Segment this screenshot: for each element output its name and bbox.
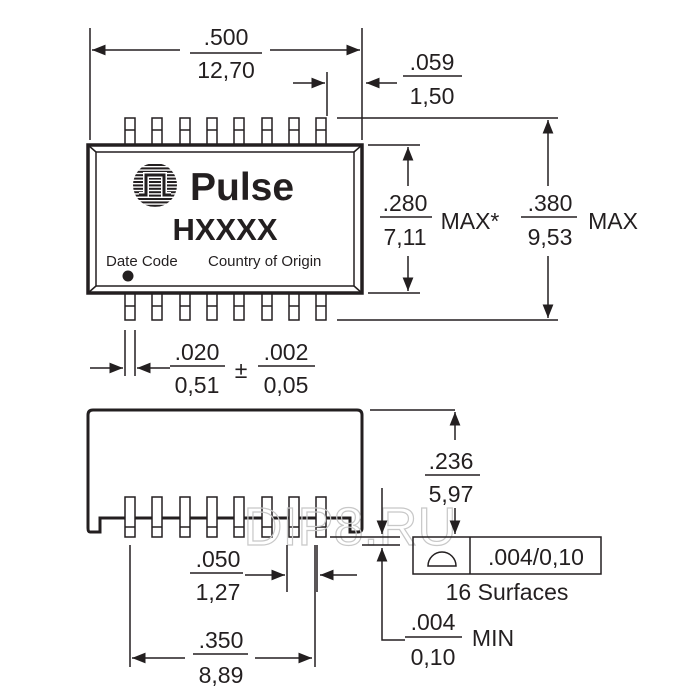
dim-text: MAX* <box>441 208 500 234</box>
dim-text: ± <box>235 357 248 383</box>
pin <box>233 292 245 321</box>
part-number: HXXXX <box>172 212 277 247</box>
dim-text: 0,10 <box>411 644 456 670</box>
coplanarity-note: 16 Surfaces <box>446 579 569 605</box>
pin <box>206 117 218 146</box>
pin <box>288 292 300 321</box>
dim-body-height: .280 7,11 MAX* <box>380 147 499 291</box>
pin <box>151 117 163 146</box>
dim-text: .050 <box>196 546 241 572</box>
top-view: Pulse HXXXX Date Code Country of Origin <box>86 117 364 321</box>
pin <box>288 117 300 146</box>
dim-text: .002 <box>264 339 309 365</box>
pin <box>151 496 163 538</box>
dim-text: .500 <box>204 24 249 50</box>
pin <box>233 117 245 146</box>
pin <box>315 117 327 146</box>
dim-pin-offset: .059 1,50 <box>293 49 462 116</box>
pin <box>124 496 136 538</box>
dim-text: 12,70 <box>197 57 255 83</box>
dim-text: .059 <box>410 49 455 75</box>
dim-pin-span: .350 8,89 <box>129 545 316 688</box>
pin1-indicator-dot <box>122 270 134 282</box>
dim-overall-height: .380 9,53 MAX <box>521 120 638 318</box>
date-code-label: Date Code <box>106 253 178 270</box>
dim-text: .236 <box>429 448 474 474</box>
pin <box>261 496 273 538</box>
dim-text: MAX <box>588 208 638 234</box>
pin <box>179 117 191 146</box>
dim-text: 8,89 <box>199 662 244 688</box>
body-bevel <box>95 151 355 287</box>
country-of-origin-label: Country of Origin <box>208 253 321 270</box>
side-pins <box>124 496 327 538</box>
dim-pin-width: .020 0,51 ± .002 0,05 <box>90 330 315 398</box>
dim-text: MIN <box>472 625 514 651</box>
dim-text: 9,53 <box>528 224 573 250</box>
coplanarity-value: .004/0,10 <box>488 544 584 570</box>
dim-text: .280 <box>383 190 428 216</box>
dim-text: 7,11 <box>383 224 426 250</box>
dim-text: .380 <box>528 190 573 216</box>
pin <box>179 496 191 538</box>
pin <box>233 496 245 538</box>
dim-width: .500 12,70 <box>89 24 363 140</box>
dim-text: 1,50 <box>410 83 455 109</box>
dim-text: 0,51 <box>175 372 220 398</box>
pin <box>179 292 191 321</box>
dim-text: 1,27 <box>196 579 241 605</box>
dim-text: .350 <box>199 627 244 653</box>
pulse-logo-icon <box>133 164 177 207</box>
pin <box>288 496 300 538</box>
dim-text: 0,05 <box>264 372 309 398</box>
brand-name: Pulse <box>190 166 294 209</box>
pin <box>315 496 327 538</box>
package-body <box>86 143 364 295</box>
dim-text: 5,97 <box>429 481 474 507</box>
bottom-pins <box>124 292 327 321</box>
side-view <box>86 408 364 538</box>
pin <box>206 292 218 321</box>
pin <box>124 117 136 146</box>
pin <box>206 496 218 538</box>
dim-text: .004 <box>411 609 456 635</box>
watermark: DIP8.RU <box>243 497 456 557</box>
pin <box>261 117 273 146</box>
pin <box>124 292 136 321</box>
pin <box>151 292 163 321</box>
profile-of-surface-icon <box>427 551 457 567</box>
dim-profile-height: .236 5,97 <box>425 412 480 534</box>
coplanarity-callout: .004/0,10 16 Surfaces <box>412 536 602 605</box>
dim-pitch: .050 1,27 <box>190 545 357 605</box>
pin <box>261 292 273 321</box>
dim-standoff: .004 0,10 MIN <box>376 488 514 670</box>
dim-text: .020 <box>175 339 220 365</box>
pin <box>315 292 327 321</box>
top-pins <box>124 117 327 146</box>
